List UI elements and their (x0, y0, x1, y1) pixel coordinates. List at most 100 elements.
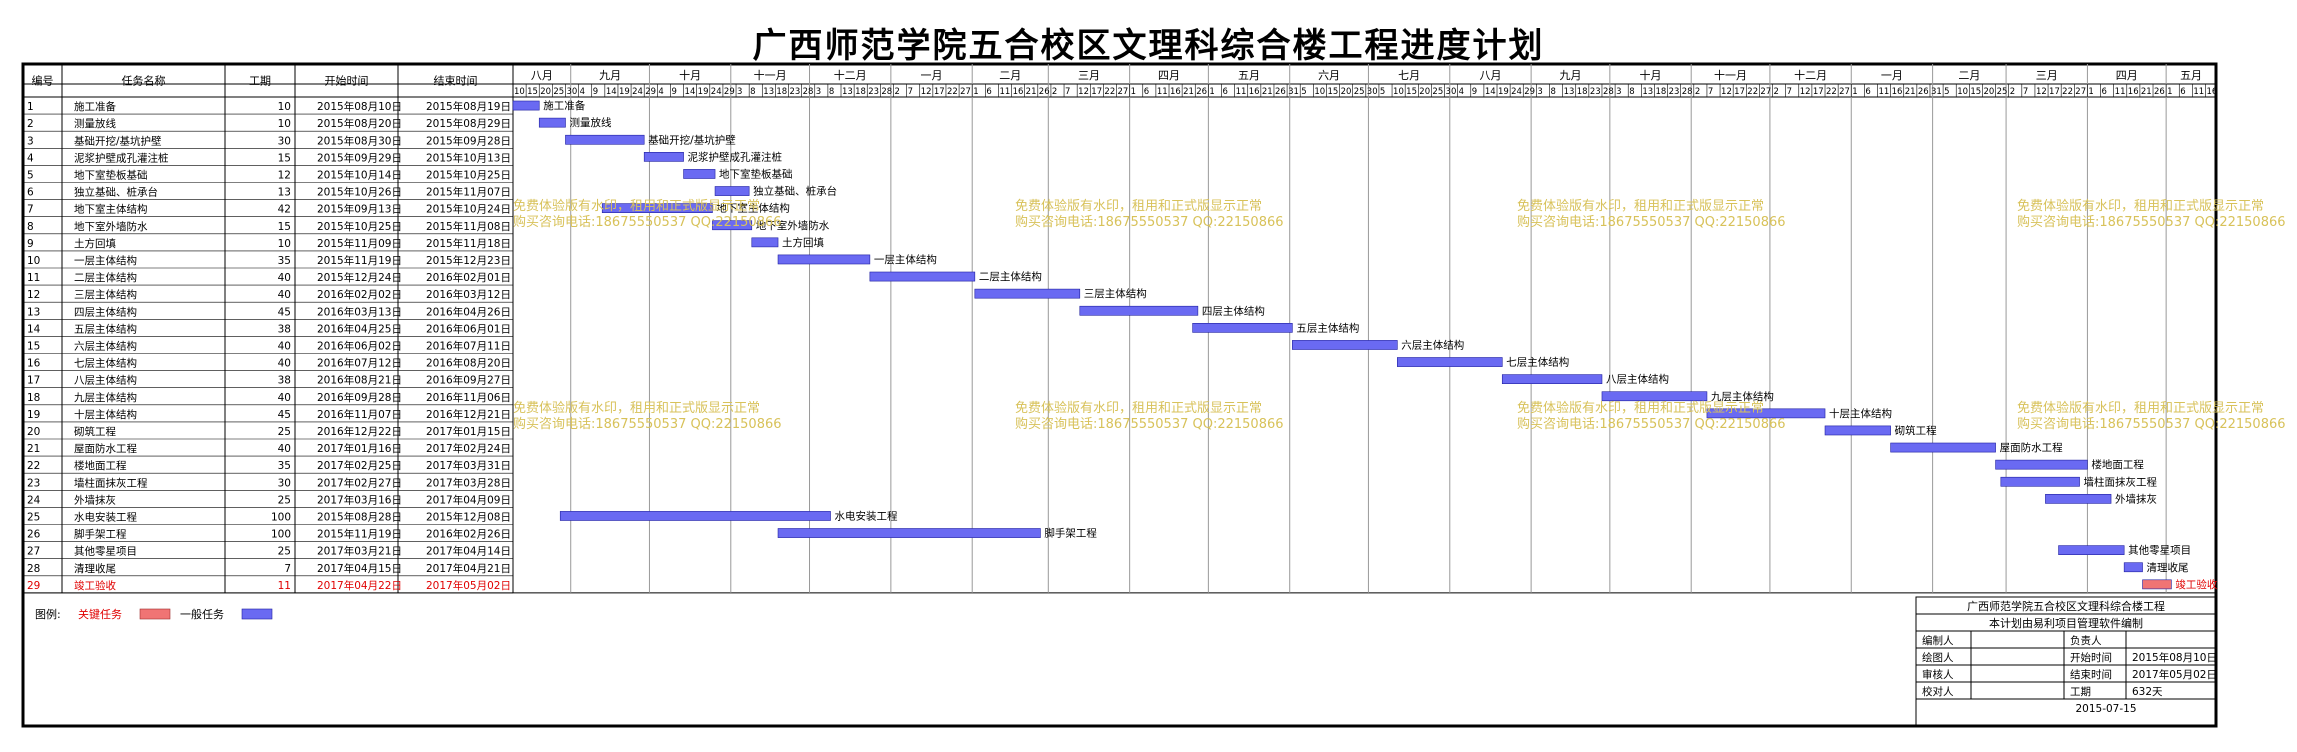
task-start: 2015年09月29日 (317, 151, 402, 164)
info-cell: 工期 (2070, 686, 2091, 698)
task-start: 2015年10月26日 (317, 186, 402, 199)
task-end: 2015年10月25日 (426, 169, 511, 182)
day-tick-label: 19 (698, 87, 709, 97)
day-tick-label: 7 (2023, 87, 2028, 97)
day-tick-label: 15 (1970, 87, 1981, 97)
day-tick-label: 18 (776, 87, 787, 97)
task-bar (2142, 579, 2172, 590)
day-tick-label: 27 (1839, 87, 1850, 97)
day-tick-label: 6 (1865, 87, 1870, 97)
task-end: 2015年09月28日 (426, 134, 511, 147)
day-tick-label: 31 (1288, 87, 1299, 97)
task-duration: 10 (278, 238, 291, 250)
bar-label: 地下室垫板基础 (719, 168, 793, 181)
info-title: 广西师范学院五合校区文理科综合楼工程 (1967, 599, 2165, 613)
bar-label: 二层主体结构 (979, 270, 1042, 283)
day-tick-label: 6 (1222, 87, 1227, 97)
day-tick-label: 17 (1813, 87, 1824, 97)
day-tick-label: 22 (1747, 87, 1758, 97)
task-bar (601, 203, 713, 214)
day-tick-label: 15 (1327, 87, 1338, 97)
day-tick-label: 31 (1931, 87, 1942, 97)
task-end: 2015年11月08日 (426, 220, 511, 233)
month-label: 十二月 (834, 68, 867, 82)
month-label: 九月 (1559, 69, 1581, 82)
task-id: 10 (27, 255, 40, 267)
task-name: 独立基础、桩承台 (74, 186, 158, 199)
day-tick-label: 26 (1039, 87, 1050, 97)
task-name: 九层主体结构 (74, 391, 137, 404)
watermark-line1: 免费体验版有水印，租用和正式版显示正常 (1015, 198, 1262, 214)
task-bar (643, 152, 684, 162)
day-tick-label: 11 (2193, 87, 2204, 97)
bar-label: 施工准备 (543, 99, 585, 112)
table-header: 任务名称 (122, 74, 166, 88)
task-duration: 45 (278, 306, 291, 318)
task-start: 2015年11月19日 (317, 528, 402, 541)
task-start: 2017年04月22日 (317, 579, 402, 592)
task-name: 二层主体结构 (74, 271, 137, 284)
day-tick-label: 20 (1983, 87, 1994, 97)
task-bar (714, 186, 750, 196)
month-label: 十二月 (1794, 68, 1827, 82)
day-tick-label: 11 (2115, 87, 2126, 97)
task-id: 4 (27, 152, 34, 164)
task-end: 2015年10月24日 (426, 203, 511, 216)
task-end: 2015年12月08日 (426, 511, 511, 524)
month-label: 二月 (999, 69, 1021, 82)
task-duration: 10 (278, 101, 291, 113)
day-tick-label: 8 (1550, 87, 1555, 97)
task-bar (2045, 493, 2112, 504)
task-end: 2015年08月29日 (426, 117, 511, 130)
table-header: 开始时间 (325, 74, 369, 88)
month-label: 一月 (1881, 69, 1903, 82)
task-duration: 45 (278, 409, 291, 421)
task-end: 2016年04月26日 (426, 305, 511, 318)
table-header: 结束时间 (434, 75, 478, 88)
day-tick-label: 11 (1878, 87, 1889, 97)
task-name: 土方回填 (74, 237, 116, 250)
task-duration: 25 (278, 546, 291, 558)
day-tick-label: 14 (606, 87, 617, 97)
month-label: 十月 (1640, 68, 1662, 82)
day-tick-label: 18 (855, 87, 866, 97)
day-tick-label: 17 (1734, 87, 1745, 97)
day-tick-label: 25 (1354, 87, 1365, 97)
task-duration: 15 (278, 221, 291, 233)
day-tick-label: 8 (750, 87, 755, 97)
task-bar (565, 134, 645, 145)
day-tick-label: 21 (2141, 87, 2152, 97)
month-label: 十一月 (754, 68, 787, 82)
month-label: 十月 (679, 68, 701, 82)
day-tick-label: 2 (1695, 87, 1700, 97)
day-tick-label: 1 (1209, 87, 1214, 97)
task-name: 砌筑工程 (74, 425, 116, 438)
task-name: 七层主体结构 (74, 357, 137, 370)
task-name: 五层主体结构 (74, 322, 137, 335)
day-tick-label: 24 (1511, 87, 1522, 97)
task-duration: 40 (278, 341, 291, 353)
task-id: 5 (27, 170, 34, 182)
task-id: 25 (27, 512, 40, 524)
bar-label: 独立基础、桩承台 (753, 185, 837, 198)
day-tick-label: 6 (986, 87, 991, 97)
task-duration: 12 (278, 170, 291, 182)
task-start: 2016年09月28日 (317, 391, 402, 404)
watermark-line1: 免费体验版有水印，租用和正式版显示正常 (1015, 400, 1262, 416)
watermark-line1: 免费体验版有水印，租用和正式版显示正常 (1517, 198, 1764, 214)
task-end: 2017年04月14日 (426, 545, 511, 558)
task-id: 29 (27, 580, 40, 592)
bar-label: 墙柱面抹灰工程 (2084, 475, 2158, 488)
task-end: 2017年03月31日 (426, 459, 511, 472)
bar-label: 五层主体结构 (1296, 321, 1359, 334)
info-subtitle: 本计划由易利项目管理软件编制 (1989, 616, 2143, 630)
day-tick-label: 15 (527, 87, 538, 97)
day-tick-label: 17 (1091, 87, 1102, 97)
task-start: 2015年10月14日 (317, 169, 402, 182)
task-start: 2016年12月22日 (317, 425, 402, 438)
task-end: 2017年01月15日 (426, 425, 511, 438)
task-bar (1079, 305, 1199, 316)
task-name: 屋面防水工程 (74, 442, 137, 455)
day-tick-label: 28 (803, 87, 814, 97)
